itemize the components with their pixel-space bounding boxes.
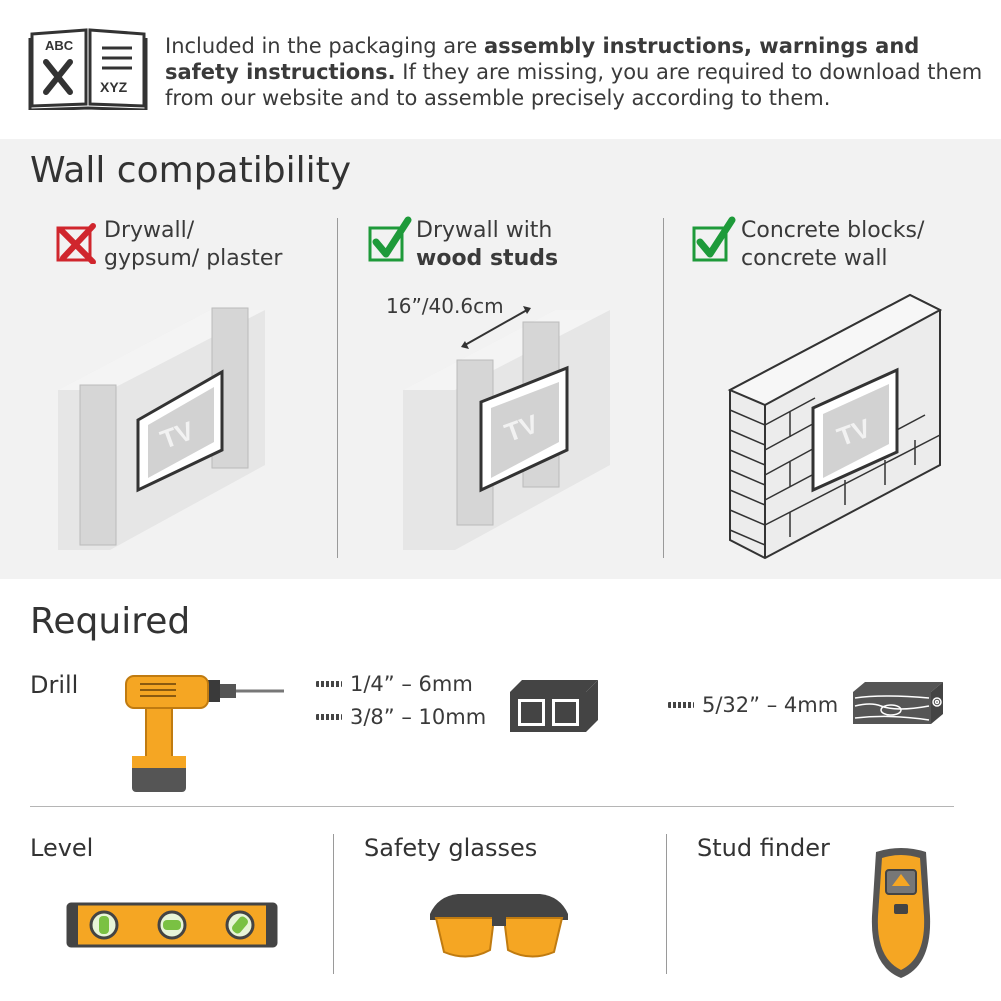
cross-icon bbox=[55, 222, 97, 268]
manual-icon-xyz: XYZ bbox=[100, 79, 128, 95]
wall-type-concrete-label: Concrete blocks/ concrete wall bbox=[741, 217, 924, 273]
required-title: Required bbox=[30, 601, 191, 642]
bit-size-row: 5/32” – 4mm bbox=[668, 693, 838, 717]
column-divider bbox=[663, 218, 664, 558]
wall-type-drywall-label: Drywall/ gypsum/ plaster bbox=[104, 217, 282, 273]
column-divider bbox=[333, 834, 334, 974]
wall-type-line: Concrete blocks/ bbox=[741, 218, 925, 243]
manual-icon-abc: ABC bbox=[45, 38, 74, 53]
wall-type-line: Drywall/ bbox=[104, 218, 195, 243]
stud-spacing-label: 16”/40.6cm bbox=[386, 294, 504, 318]
bit-size-row: 3/8” – 10mm bbox=[316, 705, 486, 729]
drywall-illustration: TV bbox=[50, 290, 280, 564]
wood-block-icon bbox=[851, 680, 945, 730]
wall-compatibility-title: Wall compatibility bbox=[30, 150, 351, 191]
drill-label: Drill bbox=[30, 671, 79, 699]
wall-type-line: concrete wall bbox=[741, 246, 888, 271]
stud-finder-icon bbox=[870, 846, 932, 984]
concrete-block-icon bbox=[508, 676, 600, 740]
concrete-wall-illustration: TV bbox=[725, 290, 945, 564]
check-icon bbox=[692, 216, 736, 266]
level-label: Level bbox=[30, 834, 94, 862]
manual-icon: ABC XYZ bbox=[28, 26, 148, 112]
bit-size-label: 1/4” – 6mm bbox=[350, 672, 473, 696]
wall-type-bold: wood studs bbox=[416, 246, 559, 271]
concrete-bit-list: 1/4” – 6mm 3/8” – 10mm bbox=[316, 672, 486, 729]
drill-bit-icon bbox=[668, 702, 694, 708]
wall-type-line: Drywall with bbox=[416, 218, 553, 243]
stud-finder-label: Stud finder bbox=[697, 834, 830, 862]
safety-glasses-icon bbox=[428, 888, 570, 970]
intro-text-part2: If they are missing, you are required to… bbox=[165, 60, 983, 110]
check-icon bbox=[368, 216, 412, 266]
safety-glasses-label: Safety glasses bbox=[364, 834, 538, 862]
wall-type-line: wood studs bbox=[416, 245, 558, 273]
level-icon bbox=[66, 902, 278, 952]
drill-icon bbox=[118, 666, 288, 800]
column-divider bbox=[666, 834, 667, 974]
wood-stud-illustration: TV bbox=[395, 290, 625, 564]
section-divider bbox=[30, 806, 954, 807]
intro-text-part1: Included in the packaging are bbox=[165, 34, 484, 58]
wall-type-wood-studs-label: Drywall with wood studs bbox=[416, 217, 558, 273]
wall-type-line: gypsum/ plaster bbox=[104, 246, 283, 271]
drill-bit-icon bbox=[316, 714, 342, 720]
column-divider bbox=[337, 218, 338, 558]
bit-size-row: 1/4” – 6mm bbox=[316, 672, 486, 696]
bit-size-label: 3/8” – 10mm bbox=[350, 705, 487, 729]
bit-size-label: 5/32” – 4mm bbox=[702, 693, 839, 717]
intro-text: Included in the packaging are assembly i… bbox=[165, 33, 985, 111]
intro-text-bold: assembly instructions, warnings and safe… bbox=[165, 34, 920, 84]
drill-bit-icon bbox=[316, 681, 342, 687]
